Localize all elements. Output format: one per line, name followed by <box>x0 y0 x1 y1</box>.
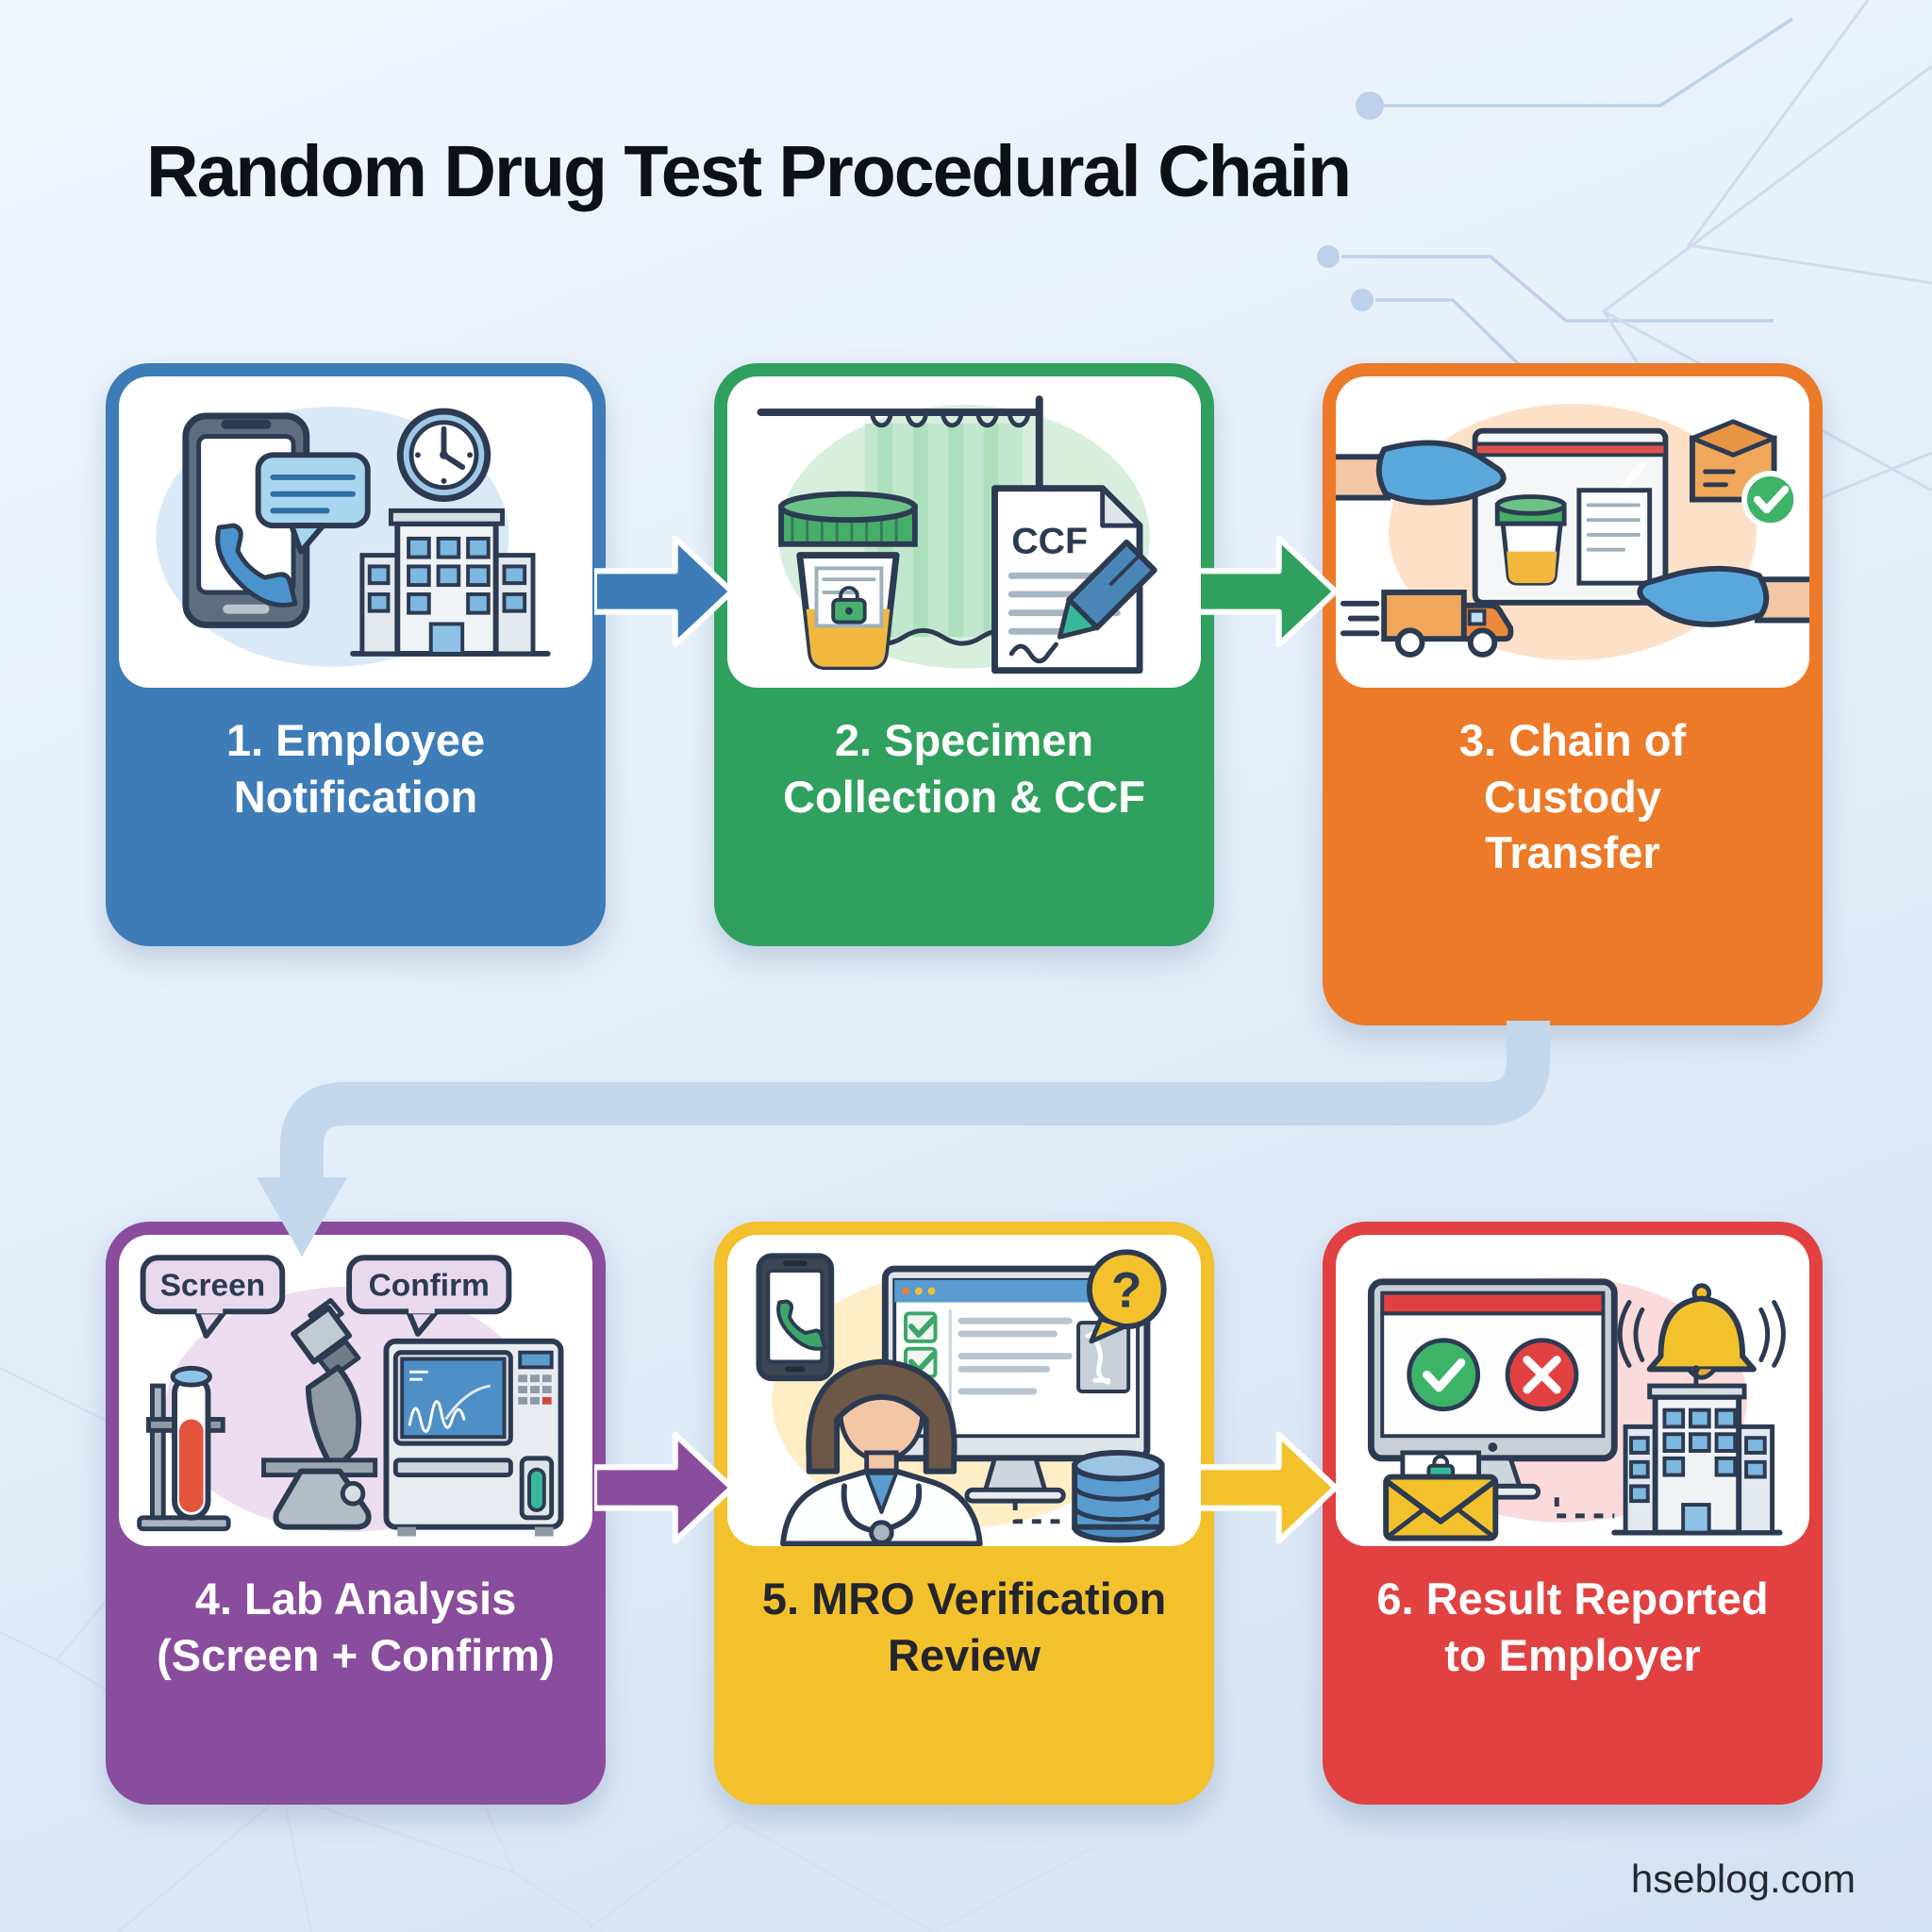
check-circle-icon <box>1407 1338 1481 1412</box>
employer-building-icon <box>1611 1365 1783 1536</box>
step-1-label-line-1: 1. Employee <box>225 715 486 765</box>
question-mark-glyph: ? <box>1111 1262 1141 1318</box>
step-4-label: 4. Lab Analysis (Screen + Confirm) <box>123 1546 589 1805</box>
custody-document-icon <box>1576 488 1653 586</box>
lock-icon <box>831 586 867 625</box>
check-badge-icon <box>1741 471 1800 529</box>
dashed-connector-line <box>1012 1501 1068 1524</box>
specimen-cup-icon <box>778 491 918 671</box>
watermark: hseblog.com <box>1630 1857 1856 1901</box>
step-3-label-line-1: 3. Chain of <box>1458 715 1687 765</box>
speech-bubble-icon: Screen Confirm <box>140 1255 512 1339</box>
page-title: Random Drug Test Procedural Chain <box>146 131 1352 212</box>
step-1-label: 1. Employee Notification <box>123 688 589 946</box>
database-icon <box>1072 1449 1165 1543</box>
office-building-icon <box>350 508 551 657</box>
step-4-label-line-2: (Screen + Confirm) <box>157 1629 555 1680</box>
step-3-label-line-3: Transfer <box>1485 827 1660 878</box>
step-6-label-line-2: to Employer <box>1444 1629 1701 1680</box>
step-card-4: Screen Confirm <box>106 1222 606 1805</box>
sealed-specimen-bag-icon <box>1472 427 1669 606</box>
analyzer-machine-icon <box>383 1338 564 1537</box>
circuit-node-dots <box>1317 92 1384 311</box>
step-1-label-line-2: Notification <box>233 771 478 822</box>
delivery-truck-icon <box>1340 590 1514 658</box>
confirm-bubble-label: Confirm <box>369 1269 490 1304</box>
step-card-2: CCF 2. Specimen Collection & CCF <box>714 363 1214 946</box>
step-card-3: 3. Chain of Custody Transfer <box>1323 363 1823 1025</box>
step-1-illustration <box>119 376 592 688</box>
step-2-label: 2. Specimen Collection & CCF <box>731 688 1197 946</box>
step-3-illustration <box>1336 376 1809 688</box>
step-5-illustration: ? <box>727 1235 1201 1546</box>
ccf-form-title: CCF <box>1011 521 1088 562</box>
step-2-label-line-2: Collection & CCF <box>783 771 1145 822</box>
step-2-label-line-1: 2. Specimen <box>834 715 1094 765</box>
step-6-label-line-1: 6. Result Reported <box>1376 1574 1769 1624</box>
step-card-6: 6. Result Reported to Employer <box>1323 1222 1823 1805</box>
result-monitor-icon <box>1367 1278 1618 1500</box>
microscope-icon <box>261 1298 378 1530</box>
connector-arrowhead <box>257 1177 347 1257</box>
alert-bell-icon <box>1617 1283 1786 1380</box>
dashed-connector-line <box>1554 1497 1615 1519</box>
step-5-label-line-1: 5. MRO Verification <box>761 1574 1167 1624</box>
step-5-label: 5. MRO Verification Review <box>731 1546 1197 1805</box>
step-3-label: 3. Chain of Custody Transfer <box>1340 688 1806 1025</box>
screen-bubble-label: Screen <box>160 1269 266 1304</box>
clock-icon <box>396 408 491 503</box>
step-6-label: 6. Result Reported to Employer <box>1340 1546 1806 1805</box>
chat-bubble-icon <box>255 452 371 555</box>
arrow-step1-to-step2 <box>594 535 735 648</box>
arrow-step5-to-step6 <box>1198 1431 1339 1544</box>
secure-envelope-icon <box>1383 1450 1499 1541</box>
step-5-label-line-2: Review <box>888 1629 1041 1680</box>
doctor-icon <box>780 1358 983 1546</box>
phone-call-icon <box>756 1253 835 1382</box>
step-card-5: ? <box>714 1222 1214 1805</box>
step-6-illustration <box>1336 1235 1809 1546</box>
step-3-label-line-2: Custody <box>1484 771 1661 822</box>
step-4-illustration: Screen Confirm <box>119 1235 592 1546</box>
step-card-1: 1. Employee Notification <box>106 363 606 946</box>
arrow-step4-to-step5 <box>594 1431 735 1544</box>
arrow-step2-to-step3 <box>1198 535 1339 648</box>
pen-icon <box>1057 539 1158 640</box>
gloved-hands-icon <box>1336 440 1809 627</box>
test-tube-icon <box>137 1365 231 1532</box>
question-bubble-icon: ? <box>1086 1249 1167 1344</box>
phone-call-icon <box>215 523 298 608</box>
step-4-label-line-1: 4. Lab Analysis <box>194 1574 517 1624</box>
specimen-cup-icon <box>1494 494 1567 586</box>
cross-circle-icon <box>1505 1338 1579 1412</box>
step-2-illustration: CCF <box>727 376 1201 688</box>
